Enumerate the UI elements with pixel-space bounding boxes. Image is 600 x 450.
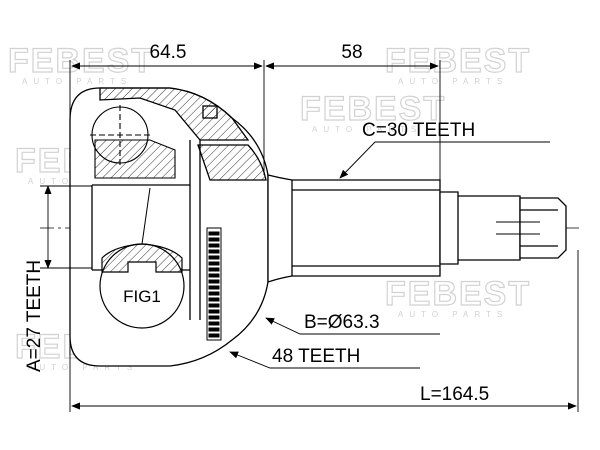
abs-tooth (208, 291, 220, 296)
abs-tooth (208, 237, 220, 242)
abs-tooth (208, 273, 220, 278)
fig1-inset (99, 187, 185, 329)
abs-tooth (208, 231, 220, 236)
watermark-brand: FEBEST (300, 90, 446, 128)
dimension-lines (40, 60, 579, 412)
abs-tooth (208, 333, 220, 338)
abs-tooth (208, 315, 220, 320)
watermark-tagline: AUTO PARTS (398, 310, 508, 319)
watermark-brand: FEBEST (8, 42, 154, 80)
fig1-label: FIG1 (123, 287, 161, 306)
watermark-tagline: AUTO PARTS (22, 77, 132, 86)
length-l-label: L=164.5 (420, 384, 489, 405)
abs-tooth (208, 249, 220, 254)
abs-tooth (208, 261, 220, 266)
abs-tooth (208, 255, 220, 260)
abs-tooth (208, 243, 220, 248)
ball-detail (90, 105, 176, 179)
leader-lines (229, 141, 550, 369)
dim-64-5-label: 64.5 (150, 42, 187, 63)
abs-tooth (208, 279, 220, 284)
abs-teeth-label: 48 TEETH (272, 346, 360, 367)
spline-c-label: C=30 TEETH (362, 120, 475, 141)
watermark-tagline: AUTO PARTS (398, 77, 508, 86)
diameter-b-label: B=Ø63.3 (304, 312, 380, 333)
abs-tooth (208, 297, 220, 302)
watermark-tagline: AUTO PARTS (312, 125, 422, 134)
shaft (267, 174, 567, 283)
watermark-tagline: AUTO PARTS (28, 363, 138, 372)
abs-tooth (208, 309, 220, 314)
abs-ring (206, 227, 222, 341)
spline-a-label: A=27 TEETH (24, 260, 45, 372)
watermark-brand: FEBEST (385, 42, 531, 80)
abs-tooth (208, 327, 220, 332)
dim-58-label: 58 (341, 42, 362, 63)
watermark-brand: FEBEST (385, 275, 531, 313)
abs-tooth (208, 267, 220, 272)
abs-tooth (208, 303, 220, 308)
abs-tooth (208, 285, 220, 290)
abs-tooth (208, 321, 220, 326)
